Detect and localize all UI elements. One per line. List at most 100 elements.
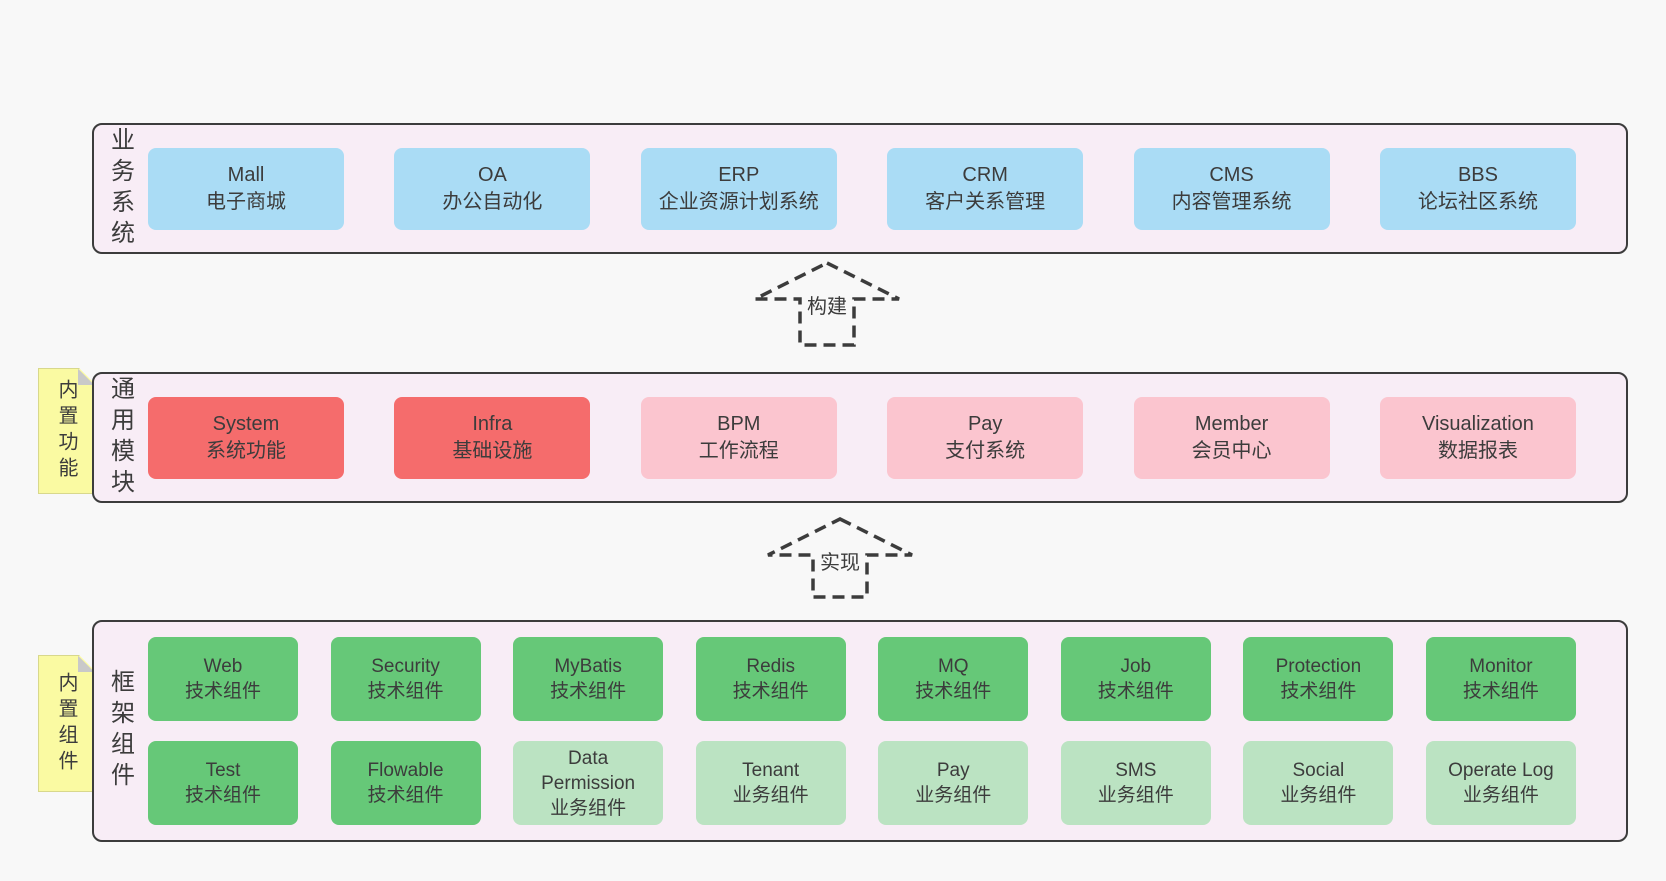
box-subtitle: 业务组件 <box>915 785 992 806</box>
box-subtitle: 办公自动化 <box>442 190 543 213</box>
box-title: Tenant <box>742 760 800 781</box>
box-web: Web 技术组件 <box>148 637 298 721</box>
box-title: Infra <box>472 412 513 435</box>
box-test: Test 技术组件 <box>148 741 298 825</box>
box-title: Flowable <box>367 760 444 781</box>
box-subtitle: 系统功能 <box>206 439 286 462</box>
box-title: BBS <box>1457 163 1498 186</box>
box-title: Protection <box>1275 656 1362 677</box>
box-security: Security 技术组件 <box>330 637 481 721</box>
box-title: Visualization <box>1421 412 1534 435</box>
section-common-modules: 通用模块 System 系统功能 Infra 基础设施 BPM 工作流程 Pay… <box>92 372 1628 503</box>
box-subtitle: 基础设施 <box>452 439 533 462</box>
box-crm: CRM 客户关系管理 <box>887 147 1084 230</box>
sticky-tab-built-in-features: 内置功能 <box>38 368 95 494</box>
box-subtitle: 业务组件 <box>1280 785 1357 806</box>
box-erp: ERP 企业资源计划系统 <box>640 147 837 230</box>
box-title: Pay <box>936 760 970 781</box>
section-title: 业务系统 <box>106 126 134 251</box>
box-monitor: Monitor 技术组件 <box>1425 637 1576 721</box>
box-bpm: BPM 工作流程 <box>640 396 837 479</box>
box-subtitle: 电子商城 <box>206 190 286 213</box>
box-redis: Redis 技术组件 <box>695 637 846 721</box>
section-title: 框架组件 <box>106 669 134 793</box>
box-subtitle: 技术组件 <box>550 681 627 702</box>
box-oa: OA 办公自动化 <box>394 147 591 230</box>
section-title: 通用模块 <box>106 375 134 500</box>
box-title: Web <box>203 656 243 677</box>
box-subtitle: 内容管理系统 <box>1171 190 1292 213</box>
box-title: Data Permission <box>541 747 636 794</box>
box-flowable: Flowable 技术组件 <box>330 741 481 825</box>
box-subtitle: 业务组件 <box>1097 785 1174 806</box>
box-subtitle: 技术组件 <box>184 681 261 702</box>
box-subtitle: 支付系统 <box>945 439 1026 462</box>
box-pay-component: Pay 业务组件 <box>878 741 1029 825</box>
box-title: Security <box>371 656 440 677</box>
box-sms: SMS 业务组件 <box>1060 741 1211 825</box>
box-subtitle: 会员中心 <box>1191 439 1272 462</box>
box-title: CMS <box>1209 163 1254 186</box>
box-title: Monitor <box>1469 656 1533 677</box>
box-protection: Protection 技术组件 <box>1243 637 1394 721</box>
box-subtitle: 技术组件 <box>1097 681 1174 702</box>
box-member: Member 会员中心 <box>1133 396 1330 479</box>
box-cms: CMS 内容管理系统 <box>1133 147 1330 230</box>
box-title: Test <box>205 760 241 781</box>
box-tenant: Tenant 业务组件 <box>695 741 846 825</box>
box-title: Operate Log <box>1448 760 1554 781</box>
box-subtitle: 技术组件 <box>184 785 261 806</box>
box-subtitle: 工作流程 <box>698 439 779 462</box>
box-subtitle: 业务组件 <box>1462 785 1539 806</box>
box-operate-log: Operate Log 业务组件 <box>1425 741 1576 825</box>
box-title: CRM <box>962 163 1008 186</box>
dashed-up-arrow-icon <box>767 517 913 599</box>
box-mq: MQ 技术组件 <box>878 637 1029 721</box>
box-subtitle: 业务组件 <box>732 785 809 806</box>
box-pay: Pay 支付系统 <box>887 396 1084 479</box>
box-subtitle: 技术组件 <box>367 681 444 702</box>
box-subtitle: 企业资源计划系统 <box>658 190 819 213</box>
box-title: Social <box>1292 760 1345 781</box>
box-subtitle: 技术组件 <box>1462 681 1539 702</box>
box-title: MQ <box>937 656 969 677</box>
box-subtitle: 技术组件 <box>915 681 992 702</box>
box-data-permission: Data Permission 业务组件 <box>513 741 664 825</box>
box-title: Pay <box>967 412 1003 435</box>
dashed-up-arrow-icon <box>754 261 900 347</box>
box-subtitle: 数据报表 <box>1437 439 1518 462</box>
box-mybatis: MyBatis 技术组件 <box>513 637 664 721</box>
section-business-systems: 业务系统 Mall 电子商城 OA 办公自动化 ERP 企业资源计划系统 CRM… <box>92 123 1628 254</box>
box-job: Job 技术组件 <box>1060 637 1211 721</box>
sticky-tab-label: 内置功能 <box>55 379 77 483</box>
box-system: System 系统功能 <box>148 396 344 479</box>
box-visualization: Visualization 数据报表 <box>1379 396 1576 479</box>
box-social: Social 业务组件 <box>1243 741 1394 825</box>
box-infra: Infra 基础设施 <box>394 396 591 479</box>
sticky-tab-built-in-components: 内置组件 <box>38 655 95 792</box>
arrow-label: 构建 <box>802 289 852 320</box>
up-arrow-implement: 实现 <box>758 511 922 603</box>
box-title: Job <box>1120 656 1152 677</box>
box-title: BPM <box>717 412 761 435</box>
box-subtitle: 业务组件 <box>550 797 627 819</box>
box-subtitle: 技术组件 <box>732 681 809 702</box>
box-title: MyBatis <box>554 656 622 677</box>
arrow-label: 实现 <box>815 545 865 576</box>
box-title: System <box>212 412 280 435</box>
box-subtitle: 技术组件 <box>1280 681 1357 702</box>
box-title: Member <box>1194 412 1269 435</box>
box-subtitle: 技术组件 <box>367 785 444 806</box>
box-title: SMS <box>1115 760 1157 781</box>
box-subtitle: 论坛社区系统 <box>1417 190 1538 213</box>
sticky-tab-label: 内置组件 <box>55 671 77 776</box>
up-arrow-build: 构建 <box>745 255 909 355</box>
box-title: Mall <box>227 163 265 186</box>
box-bbs: BBS 论坛社区系统 <box>1379 147 1576 230</box>
box-subtitle: 客户关系管理 <box>925 190 1046 213</box>
section-framework-components: 框架组件 Web 技术组件 Security 技术组件 MyBatis 技术组件… <box>92 620 1628 842</box>
box-mall: Mall 电子商城 <box>148 147 344 230</box>
box-title: Redis <box>746 656 795 677</box>
box-title: ERP <box>718 163 760 186</box>
box-title: OA <box>477 163 507 186</box>
